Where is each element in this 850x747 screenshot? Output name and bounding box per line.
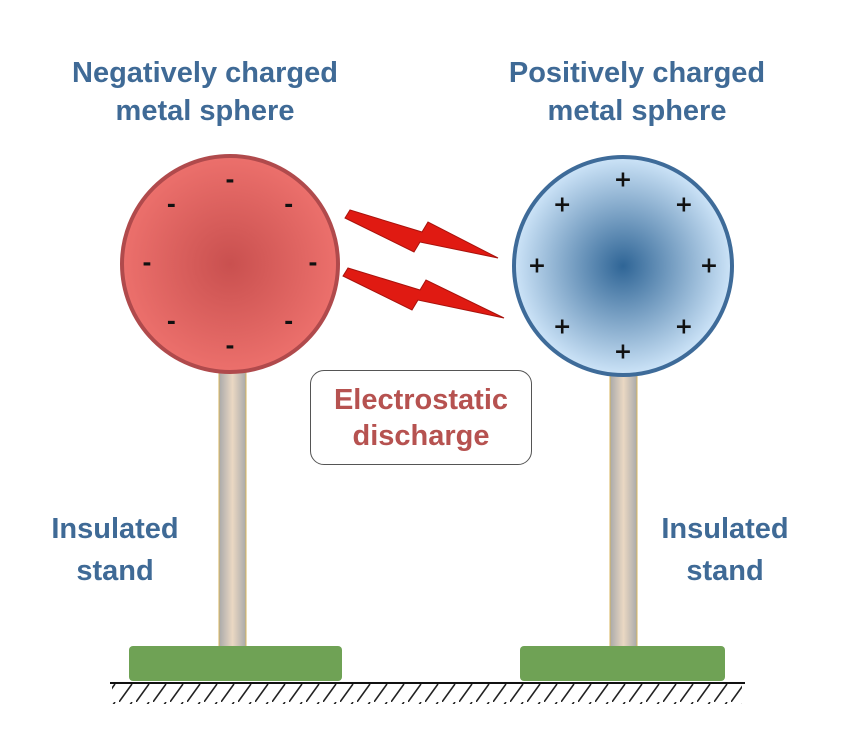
negative-title-line1: Negatively charged — [72, 57, 338, 89]
positive-charge-sign: + — [614, 168, 632, 193]
spark-bolt-icon — [344, 209, 499, 259]
negative-title-line2: metal sphere — [115, 95, 295, 127]
positive-charge-sign: + — [528, 254, 546, 279]
negative-charge-sign: - — [167, 310, 176, 335]
left-stand-label-line2: stand — [76, 555, 154, 587]
negative-charge-sign: - — [308, 252, 317, 277]
negative-charge-sign: - — [225, 169, 234, 194]
right-stand-label: Insulated stand — [640, 508, 810, 592]
discharge-label-line1: Electrostatic — [333, 383, 509, 416]
discharge-label-line2: discharge — [352, 419, 490, 452]
positive-title-line2: metal sphere — [547, 95, 727, 127]
left-stand — [129, 369, 342, 681]
positive-charge-sign: + — [553, 314, 571, 339]
right-stand-rod — [609, 373, 638, 649]
positive-title-line1: Positively charged — [508, 57, 766, 89]
positive-charge-sign: + — [700, 254, 718, 279]
positive-charge-sign: + — [675, 193, 693, 218]
positive-sphere — [512, 155, 734, 377]
left-stand-base — [129, 646, 342, 681]
negative-charges: - - - - - - - - — [142, 169, 317, 360]
ground — [110, 682, 745, 704]
right-stand-label-line2: stand — [686, 555, 764, 587]
positive-charge-sign: + — [675, 314, 693, 339]
left-stand-rod — [218, 369, 247, 649]
sparks — [342, 209, 505, 319]
negative-charge-sign: - — [284, 310, 293, 335]
negative-sphere-title: Negatively charged metal sphere — [30, 54, 380, 130]
positive-charges: + + + + + + + + — [528, 168, 718, 365]
left-stand-label: Insulated stand — [30, 508, 200, 592]
ground-hatching — [112, 684, 742, 704]
positive-charge-sign: + — [614, 340, 632, 365]
negative-charge-sign: - — [167, 193, 176, 218]
negative-charge-sign: - — [284, 193, 293, 218]
positive-charge-sign: + — [553, 193, 571, 218]
right-stand-label-line1: Insulated — [661, 513, 789, 545]
positive-sphere-title: Positively charged metal sphere — [462, 54, 812, 130]
spark-bolt-icon — [342, 267, 505, 319]
negative-charge-sign: - — [225, 335, 234, 360]
left-stand-label-line1: Insulated — [51, 513, 179, 545]
negative-charge-sign: - — [142, 252, 151, 277]
right-stand-base — [520, 646, 725, 681]
discharge-label-box: Electrostatic discharge — [310, 370, 532, 465]
negative-sphere — [120, 154, 340, 374]
